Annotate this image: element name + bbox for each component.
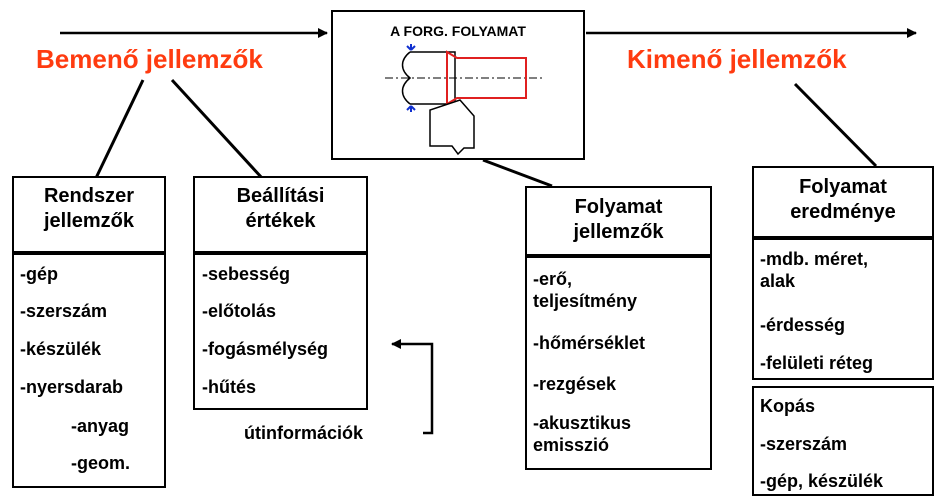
branch-line-system	[94, 79, 145, 179]
branch-line-process	[482, 158, 553, 188]
result-title: Folyamat eredménye	[790, 176, 896, 223]
list-item: -erő, teljesítmény	[533, 269, 638, 311]
settings-title: Beállítási értékek	[236, 185, 325, 232]
list-item: -hőmérséklet	[533, 333, 646, 353]
system-title: Rendszer jellemzők	[43, 185, 135, 232]
wear-box: Kopás -szerszám -gép, készülék	[752, 386, 934, 496]
list-item: -akusztikus emisszió	[533, 413, 632, 455]
list-item: -nyersdarab	[20, 377, 124, 397]
process-box: A FORG. FOLYAMAT	[331, 10, 585, 160]
blue-marker-top	[406, 44, 416, 51]
list-item: -hűtés	[202, 377, 256, 397]
list-item: -felületi réteg	[760, 353, 874, 373]
turning-illustration	[385, 44, 545, 156]
workpiece-body	[410, 51, 456, 105]
input-characteristics-label: Bemenő jellemzők	[36, 44, 263, 74]
process-characteristics-list-box: -erő, teljesítmény -hőmérséklet -rezgése…	[525, 256, 712, 470]
cutting-tool	[429, 99, 475, 156]
list-item: -fogásmélység	[202, 339, 329, 359]
branch-line-settings	[170, 78, 264, 180]
list-item: -érdesség	[760, 315, 846, 335]
system-list-box: -gép -szerszám -készülék -nyersdarab -an…	[12, 253, 166, 488]
output-characteristics-label: Kimenő jellemzők	[627, 44, 847, 74]
list-item: -anyag	[71, 416, 130, 436]
feedback-arrow	[391, 339, 434, 435]
list-item: -előtolás	[202, 301, 277, 321]
workpiece-break-line	[401, 51, 412, 105]
settings-header-box: Beállítási értékek	[193, 176, 368, 253]
list-item: -gép	[20, 264, 58, 284]
list-item: -mdb. méret, alak	[760, 249, 869, 291]
wear-title: Kopás	[760, 396, 816, 416]
blue-marker-bottom	[406, 105, 416, 112]
settings-list-box: -sebesség -előtolás -fogásmélység -hűtés	[193, 253, 368, 410]
process-characteristics-header-box: Folyamat jellemzők	[525, 186, 712, 256]
list-item: -készülék	[20, 339, 102, 359]
list-item: -rezgések	[533, 374, 617, 394]
list-item: -geom.	[71, 453, 131, 473]
list-item: -gép, készülék	[760, 471, 884, 491]
result-header-box: Folyamat eredménye	[752, 166, 934, 238]
feedback-label: útinformációk	[244, 423, 364, 443]
list-item: -szerszám	[20, 301, 108, 321]
process-title: A FORG. FOLYAMAT	[390, 23, 526, 39]
branch-line-result	[793, 82, 878, 168]
result-list-box: -mdb. méret, alak -érdesség -felületi ré…	[752, 238, 934, 380]
process-characteristics-title: Folyamat jellemzők	[573, 196, 664, 243]
list-item: -sebesség	[202, 264, 291, 284]
system-header-box: Rendszer jellemzők	[12, 176, 166, 253]
list-item: -szerszám	[760, 434, 848, 454]
